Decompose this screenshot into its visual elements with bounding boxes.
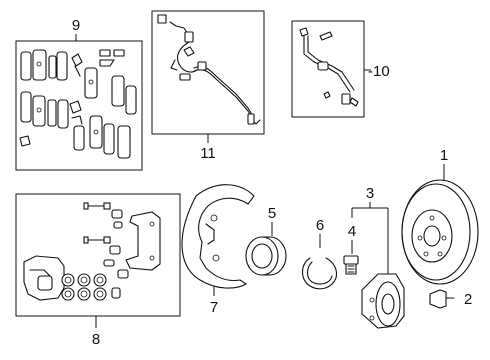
callout-3: 3 [366,185,374,202]
callout-1: 1 [440,147,448,164]
sensor-connector-icon [157,14,167,24]
group-10-brake-hose: -10 [291,20,390,118]
box-10 [291,20,365,118]
callout-10: -10 [368,63,390,80]
callout-7: 7 [210,299,218,316]
part-4-wheel-stud: 4 [343,223,359,275]
callout-8: 8 [92,331,100,348]
callout-11: 11 [200,145,216,162]
group-9-brake-pad-kit: 9 [15,17,143,171]
part-2-hub-bolt: 2 [429,289,472,309]
group-8-caliper-kit: 8 [15,193,181,348]
box-9 [15,40,143,171]
part-1-brake-disc: 1 [401,147,479,285]
callout-6: 6 [316,217,324,234]
caliper-bracket-icon [125,211,161,271]
callout-9: 9 [72,17,80,34]
group-11-wear-sensor: 11 [151,10,265,162]
callout-2: 2 [464,291,472,308]
part-3-hub: 3 [351,185,405,329]
callout-5: 5 [268,205,276,222]
brake-pad-row-upper [20,49,137,115]
callout-4: 4 [348,223,356,240]
part-6-snap-ring: 6 [301,217,338,290]
box-8 [15,193,181,317]
hose-fitting-top-icon [299,27,309,37]
part-5-wheel-bearing: 5 [245,205,287,276]
part-7-splash-shield: 7 [181,184,255,316]
brake-pad-row-lower [19,91,131,159]
piston-seals [61,269,129,301]
caliper-bolts [83,202,123,267]
sensor-probe-icon [247,113,255,125]
hose-fitting-bottom-icon [349,97,359,107]
